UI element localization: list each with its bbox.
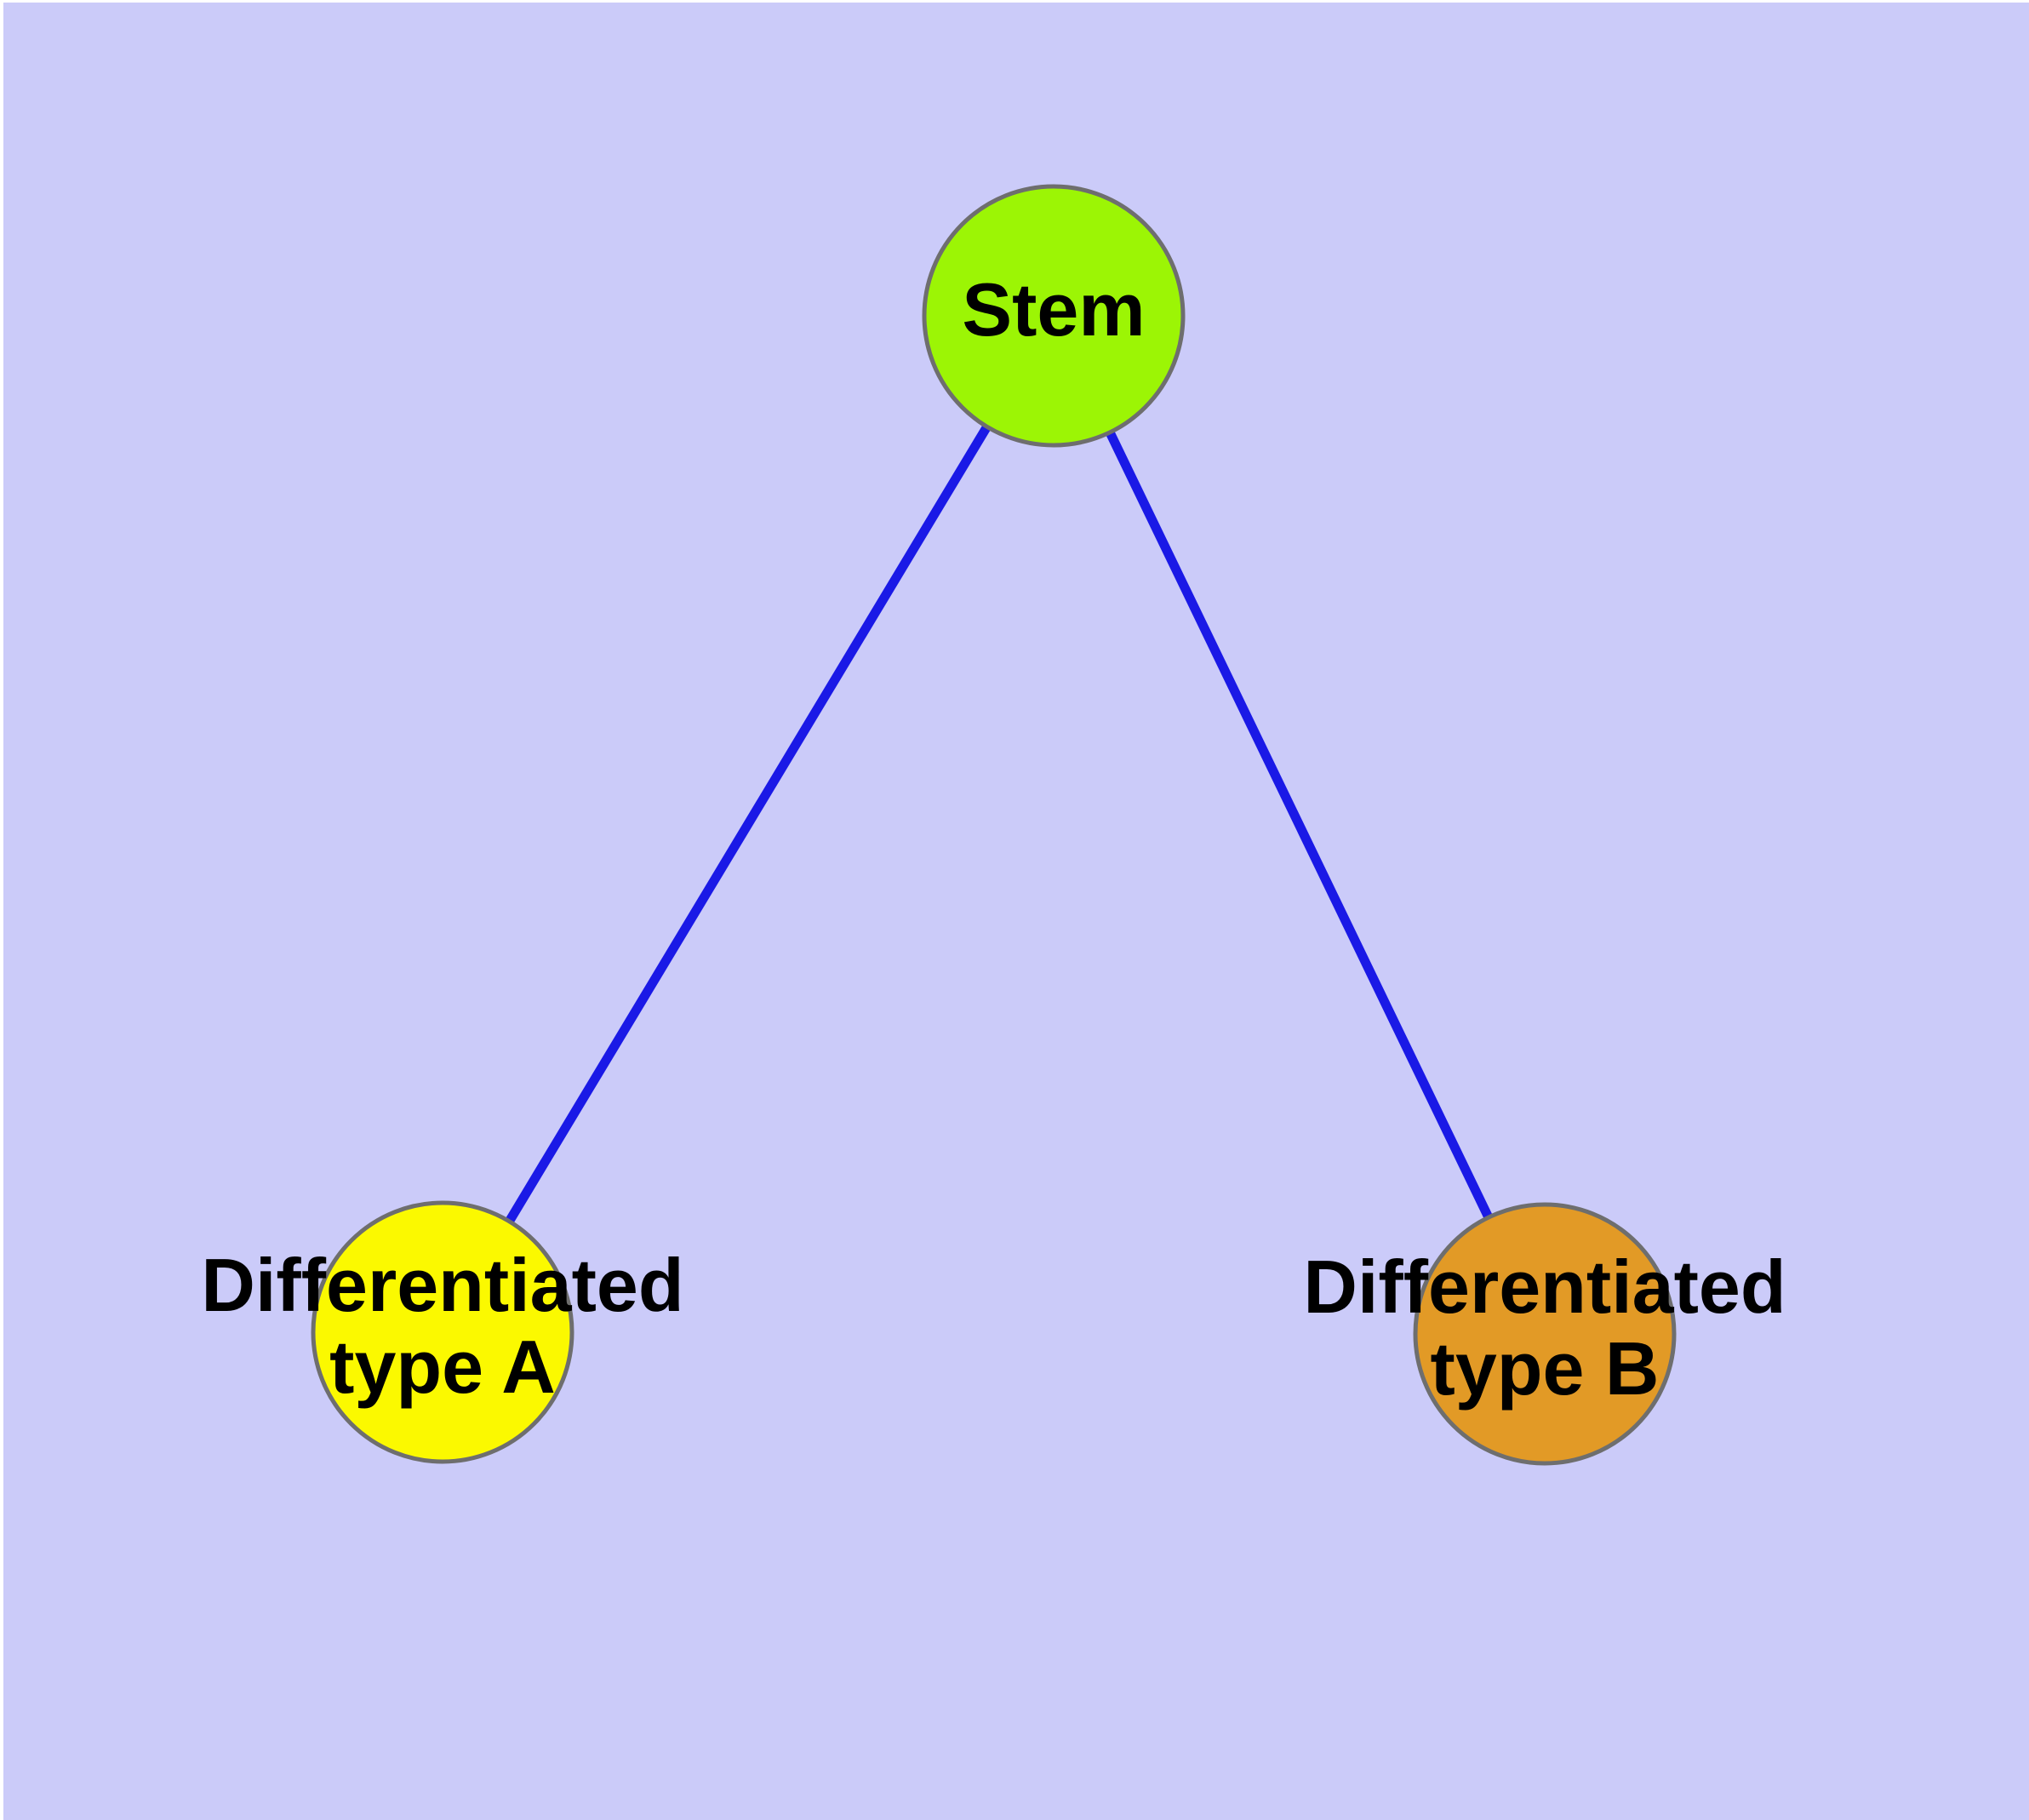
node-diff-a[interactable] (311, 1200, 574, 1464)
edges-layer (438, 313, 1549, 1336)
node-stem[interactable] (922, 184, 1186, 448)
node-diff-b-circle[interactable] (1413, 1202, 1677, 1466)
node-stem-circle[interactable] (922, 184, 1186, 448)
nodes-layer (311, 184, 1677, 1466)
edge-stem-to-diff-b[interactable] (1049, 313, 1549, 1336)
node-diff-b[interactable] (1413, 1202, 1677, 1466)
edge-stem-to-diff-a[interactable] (438, 313, 1058, 1335)
node-diff-a-circle[interactable] (311, 1200, 574, 1464)
node-stem-label: Stem (962, 267, 1145, 352)
